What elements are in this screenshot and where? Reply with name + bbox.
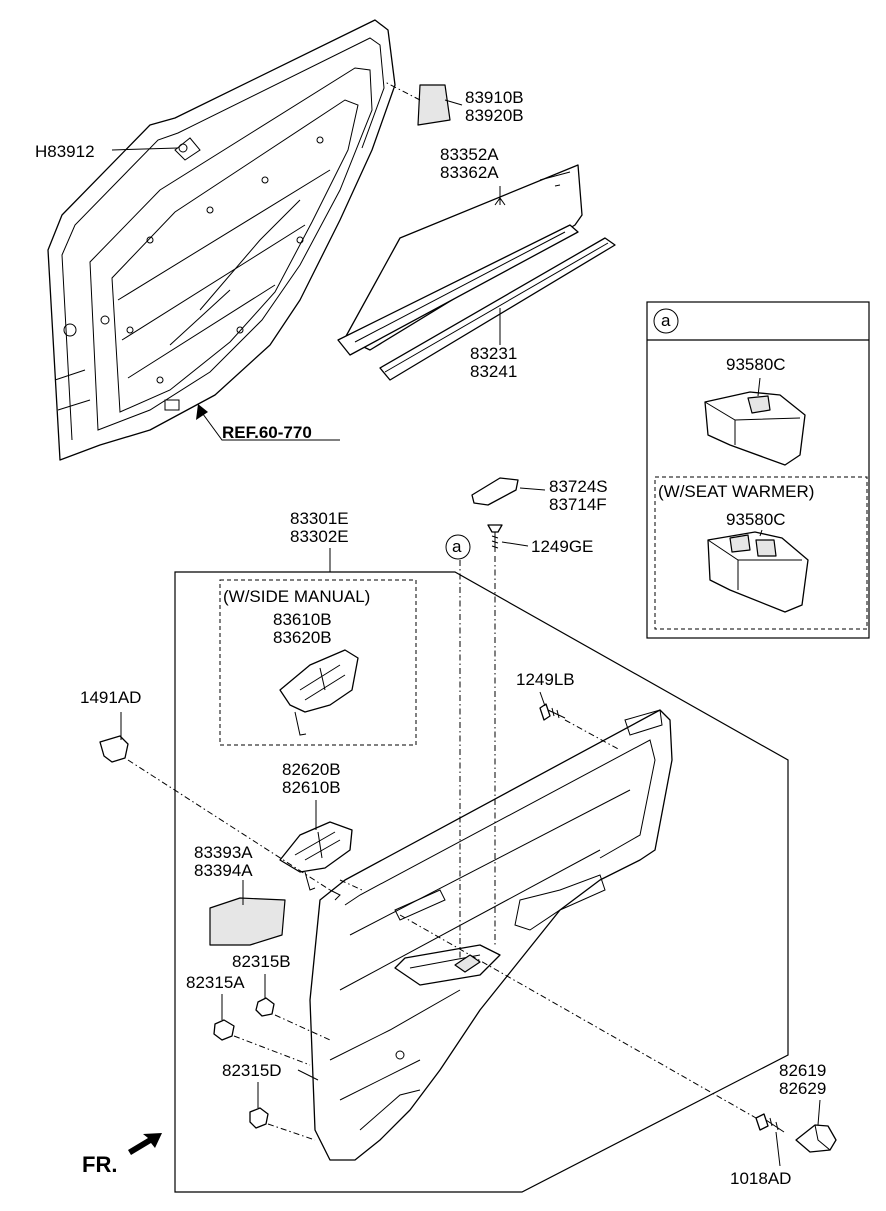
label-83724S: 83724S: [549, 477, 608, 496]
label-83301E: 83301E: [290, 509, 349, 528]
label-1491AD: 1491AD: [80, 688, 141, 707]
label-82315A: 82315A: [186, 973, 245, 992]
label-83362A: 83362A: [440, 163, 499, 182]
label-93580C-bottom: 93580C: [726, 510, 786, 529]
label-83393A: 83393A: [194, 843, 253, 862]
label-83610B: 83610B: [273, 610, 332, 629]
label-1018AD: 1018AD: [730, 1169, 791, 1188]
glass-drawing: [337, 84, 616, 381]
label-83231: 83231: [470, 344, 517, 363]
inset-circle-a: [653, 308, 679, 334]
inset-circle-a-label: a: [661, 311, 671, 330]
label-83352A: 83352A: [440, 145, 499, 164]
side-manual-box: [219, 579, 417, 746]
label-1249GE: 1249GE: [531, 537, 593, 556]
inset-switch-drawings: [704, 391, 809, 613]
leader-lines: [111, 81, 821, 1167]
assembly-boundary: [174, 571, 789, 1193]
part-labels: 83910B 83920B H83912 83352A 83362A 83231…: [35, 88, 826, 1188]
label-ref: REF.60-770: [222, 423, 312, 442]
label-H83912: H83912: [35, 142, 95, 161]
door-frame-drawing: [47, 19, 396, 461]
label-83910B: 83910B: [465, 88, 524, 107]
label-83241: 83241: [470, 362, 517, 381]
label-82315B: 82315B: [232, 952, 291, 971]
main-circle-a: [445, 534, 471, 560]
label-83714F: 83714F: [549, 495, 607, 514]
label-side-manual: (W/SIDE MANUAL): [223, 587, 370, 606]
inset-panel: [646, 301, 870, 639]
label-seat-warmer: (W/SEAT WARMER): [658, 482, 814, 501]
label-82610B: 82610B: [282, 778, 341, 797]
small-parts: [99, 477, 837, 1153]
main-circle-a-label: a: [452, 537, 462, 556]
label-83920B: 83920B: [465, 106, 524, 125]
label-1249LB: 1249LB: [516, 670, 575, 689]
front-arrow-icon: [128, 1133, 162, 1155]
label-83620B: 83620B: [273, 628, 332, 647]
label-93580C-top: 93580C: [726, 355, 786, 374]
label-fr: FR.: [82, 1152, 117, 1177]
label-83302E: 83302E: [290, 527, 349, 546]
label-82620B: 82620B: [282, 760, 341, 779]
trim-panel-drawing: [309, 709, 673, 1161]
label-83394A: 83394A: [194, 861, 253, 880]
label-82619: 82619: [779, 1061, 826, 1080]
label-82315D: 82315D: [222, 1061, 282, 1080]
label-82629: 82629: [779, 1079, 826, 1098]
